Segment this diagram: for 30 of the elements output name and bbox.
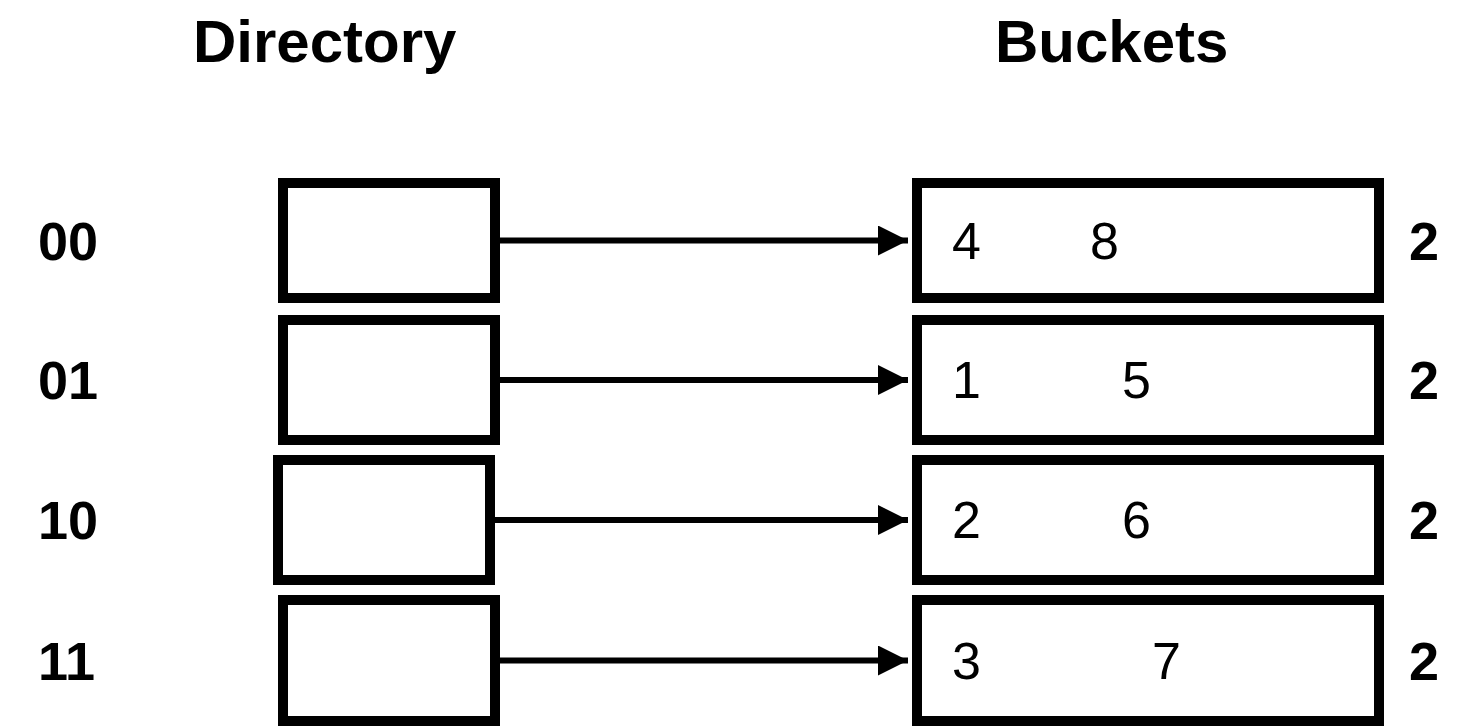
row-index: 00 xyxy=(38,213,99,268)
local-depth: 2 xyxy=(1409,213,1440,268)
bucket-box xyxy=(912,315,1384,445)
row-index: 01 xyxy=(38,353,99,407)
row-index: 10 xyxy=(38,493,99,547)
bucket-value: 6 xyxy=(1122,494,1151,546)
arrow xyxy=(500,645,908,676)
row-index: 11 xyxy=(38,633,96,688)
bucket-value: 2 xyxy=(952,494,981,546)
directory-slot xyxy=(278,178,500,303)
bucket-value: 5 xyxy=(1122,354,1151,406)
directory-slot xyxy=(278,315,500,445)
directory-slot xyxy=(273,455,495,585)
directory-slot xyxy=(278,595,500,726)
bucket-value: 8 xyxy=(1090,214,1119,267)
bucket-box xyxy=(912,595,1384,726)
bucket-value: 1 xyxy=(952,354,981,406)
arrow xyxy=(500,225,908,256)
local-depth: 2 xyxy=(1409,633,1440,688)
bucket-box xyxy=(912,178,1384,303)
arrow xyxy=(495,505,908,535)
column-heading: Buckets xyxy=(995,12,1229,72)
arrow xyxy=(500,365,908,395)
bucket-value: 3 xyxy=(952,634,981,687)
bucket-value: 7 xyxy=(1152,634,1181,687)
column-heading: Directory xyxy=(193,12,457,72)
local-depth: 2 xyxy=(1409,493,1440,547)
bucket-value: 4 xyxy=(952,214,981,267)
bucket-box xyxy=(912,455,1384,585)
local-depth: 2 xyxy=(1409,353,1440,407)
